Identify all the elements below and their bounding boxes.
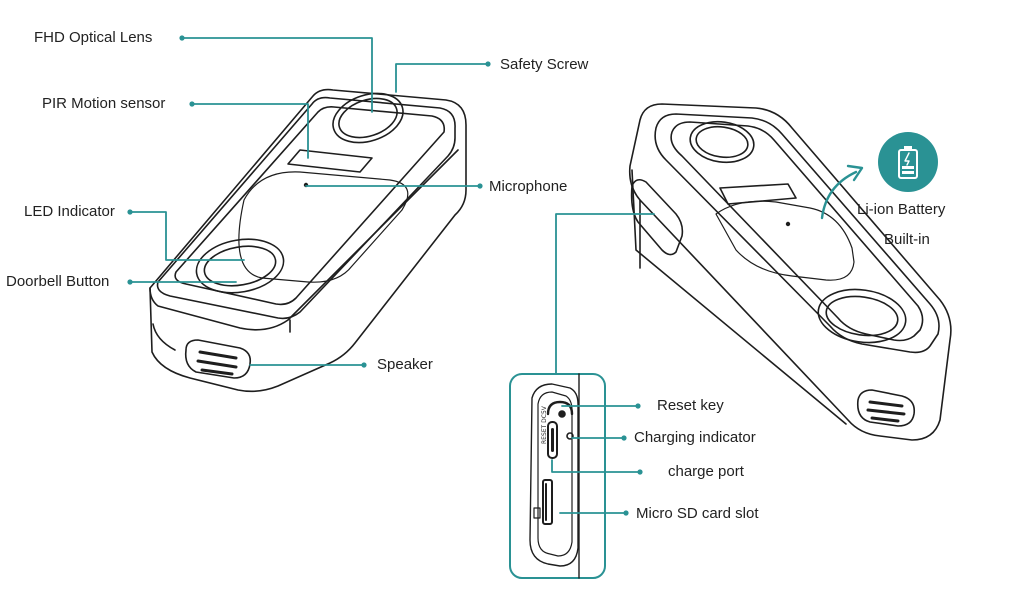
label-battery-line1: Li-ion Battery xyxy=(857,201,946,218)
battery-charging-icon xyxy=(878,132,938,192)
angled-lens-outer xyxy=(689,120,755,164)
angled-button-outer xyxy=(817,288,907,344)
closeup-port-panel xyxy=(529,383,579,567)
reset-key-hole xyxy=(558,410,566,418)
label-pir-motion-sensor: PIR Motion sensor xyxy=(42,95,166,112)
sd-card-symbol xyxy=(533,507,541,519)
callout-charge-port xyxy=(551,459,641,473)
label-led-indicator: LED Indicator xyxy=(24,203,115,220)
reset-key-icon xyxy=(546,400,574,416)
label-microphone: Microphone xyxy=(489,178,568,195)
speaker-slot-1 xyxy=(198,350,238,360)
charge-port-usb-c-inner xyxy=(551,428,554,452)
speaker-slot-2 xyxy=(196,359,238,369)
curved-arrow-icon xyxy=(820,164,864,220)
front-center-oval xyxy=(238,171,409,283)
angled-center-oval xyxy=(715,200,855,281)
label-safety-screw: Safety Screw xyxy=(500,56,589,73)
charging-indicator-led xyxy=(566,432,574,440)
front-view-device xyxy=(149,88,467,393)
callout-pir xyxy=(191,103,309,159)
closeup-port-marking: RESET DC5V xyxy=(541,405,548,444)
angled-speaker-slot-3 xyxy=(870,416,900,423)
callout-lines xyxy=(127,35,655,516)
speaker-housing xyxy=(184,339,252,379)
angled-button-inner xyxy=(825,295,899,337)
label-charging-indicator: Charging indicator xyxy=(634,429,756,446)
callout-closeup-connector xyxy=(555,213,655,375)
angled-port-recess xyxy=(630,178,684,256)
angled-body-side-edge xyxy=(631,169,847,425)
charge-port-usb-c xyxy=(547,421,558,459)
callout-fhd-lens xyxy=(181,37,373,113)
callout-led xyxy=(129,211,245,261)
front-face-panel xyxy=(156,96,456,320)
front-body-side-line xyxy=(152,323,176,351)
angled-lens-inner xyxy=(695,125,749,159)
label-micro-sd-card-slot: Micro SD card slot xyxy=(636,505,759,522)
angled-speaker-housing xyxy=(856,389,916,427)
doorbell-button-inner xyxy=(203,245,277,287)
angled-speaker-slot-2 xyxy=(866,408,906,416)
label-charge-port: charge port xyxy=(668,463,744,480)
label-doorbell-button: Doorbell Button xyxy=(6,273,110,290)
angled-pir-window xyxy=(719,183,797,205)
label-fhd-optical-lens: FHD Optical Lens xyxy=(34,29,153,46)
pir-window xyxy=(287,149,373,173)
label-reset-key: Reset key xyxy=(657,397,724,414)
angled-view-device xyxy=(628,103,952,441)
label-speaker: Speaker xyxy=(377,356,433,373)
angled-speaker-slot-1 xyxy=(868,400,904,408)
front-body-outline xyxy=(149,88,467,393)
doorbell-button-outer xyxy=(195,238,285,294)
port-closeup: RESET DC5V xyxy=(509,373,606,579)
lens-inner xyxy=(338,97,398,139)
angled-microphone-dot xyxy=(785,221,791,227)
speaker-slot-3 xyxy=(200,368,234,376)
callout-safety-screw xyxy=(395,63,489,93)
angled-face-panel xyxy=(654,113,940,354)
closeup-frame xyxy=(509,373,606,579)
closeup-port-panel-inner xyxy=(537,391,573,557)
label-battery-line2: Built-in xyxy=(884,231,930,248)
sd-card-slot xyxy=(542,479,553,525)
front-body-bottom-edge xyxy=(149,149,459,331)
lens-outer-ring xyxy=(332,92,404,144)
